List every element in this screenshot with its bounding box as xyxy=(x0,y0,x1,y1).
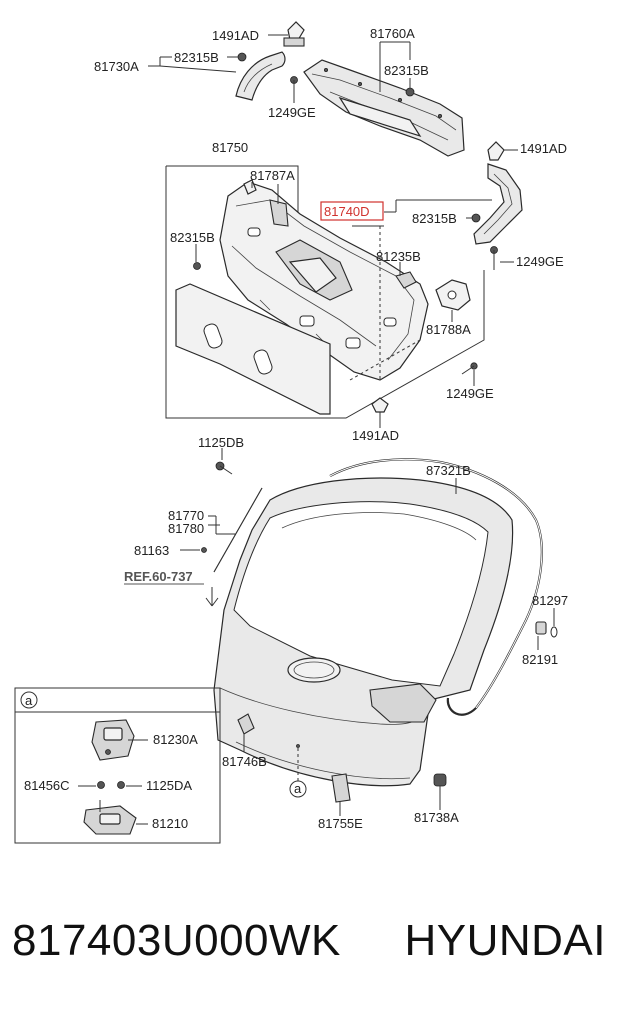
handle-81787A xyxy=(243,179,289,227)
label-81456C: 81456C xyxy=(24,778,70,793)
trim-81740D xyxy=(473,163,523,245)
leaders-inset xyxy=(78,739,148,825)
trim-81730A xyxy=(235,51,286,101)
stopper-81755E xyxy=(331,773,351,803)
label-81750: 81750 xyxy=(212,140,248,155)
nut-82315B-right xyxy=(471,213,481,223)
tailgate-trim-panel xyxy=(219,181,429,381)
bolt-1125DB xyxy=(215,461,233,475)
label-1249GE-top: 1249GE xyxy=(268,105,316,120)
bumper-81738A xyxy=(433,773,447,787)
label-81760A: 81760A xyxy=(370,26,415,41)
label-1491AD-top: 1491AD xyxy=(212,28,259,43)
label-1125DB: 1125DB xyxy=(198,435,244,450)
clip-1491AD-top xyxy=(283,21,305,47)
tailgate-body xyxy=(213,477,514,787)
clip-1491AD-right xyxy=(487,141,505,161)
nut-82315B-center xyxy=(405,87,415,97)
label-81230A: 81230A xyxy=(153,732,198,747)
grommet-81297 xyxy=(550,626,558,638)
label-1249GE-right: 1249GE xyxy=(516,254,564,269)
striker-81210 xyxy=(83,800,137,835)
label-82315B-right: 82315B xyxy=(412,211,457,226)
leaders-middle xyxy=(195,182,475,428)
clip-81235B xyxy=(395,271,417,289)
label-82315B-top-center: 82315B xyxy=(384,63,429,78)
leaders-bottom xyxy=(180,448,555,816)
label-82315B-left: 82315B xyxy=(170,230,215,245)
clip-1491AD-bottom xyxy=(371,397,389,413)
bolt-1125DA xyxy=(117,781,125,789)
label-inset-a: a xyxy=(25,693,33,708)
trim-81760A xyxy=(303,59,465,157)
screw-1249GE-top xyxy=(290,76,298,96)
marker-a-circle xyxy=(289,744,307,798)
gas-strut-81770 xyxy=(201,487,263,573)
leaders-top-left xyxy=(148,34,295,103)
clip-81746B xyxy=(237,713,255,735)
label-81787A: 81787A xyxy=(250,168,295,183)
label-1491AD-bottom: 1491AD xyxy=(352,428,399,443)
screw-1249GE-right xyxy=(490,246,498,270)
inset-box-a xyxy=(14,687,221,844)
weatherstrip-87321B xyxy=(329,458,543,716)
diagram-canvas: 1491AD 82315B 81730A 1249GE 81760A 82315… xyxy=(14,21,568,844)
nut-82315B-top xyxy=(237,52,247,62)
label-81770: 81770 xyxy=(168,508,204,523)
label-81163: 81163 xyxy=(134,543,169,558)
label-82315B-top-left: 82315B xyxy=(174,50,219,65)
label-1491AD-right: 1491AD xyxy=(520,141,567,156)
brand-name: HYUNDAI xyxy=(404,916,606,965)
trim-board xyxy=(175,283,331,415)
label-81730A: 81730A xyxy=(94,59,139,74)
label-81780: 81780 xyxy=(168,521,204,536)
label-81755E: 81755E xyxy=(318,816,363,831)
bumper-82191 xyxy=(535,621,547,635)
leaders-top-center xyxy=(379,41,411,92)
footer: 817403U000WK HYUNDAI xyxy=(0,900,620,990)
screw-1249GE-center xyxy=(461,362,478,375)
label-1249GE-center: 1249GE xyxy=(446,386,494,401)
latch-81230A xyxy=(91,719,135,761)
leaders-right xyxy=(384,149,518,263)
label-81740D-highlighted: 81740D xyxy=(320,201,384,221)
cover-81788A xyxy=(435,279,471,311)
label-81746B: 81746B xyxy=(222,754,267,769)
label-81297: 81297 xyxy=(532,593,568,608)
label-81210: 81210 xyxy=(152,816,188,831)
label-marker-a: a xyxy=(294,781,302,796)
part-number: 817403U000WK xyxy=(12,916,341,965)
label-81235B: 81235B xyxy=(376,249,421,264)
screw-81456C xyxy=(97,781,105,789)
nut-82315B-left xyxy=(193,262,201,270)
label-87321B: 87321B xyxy=(426,463,471,478)
label-82191: 82191 xyxy=(522,652,558,667)
label-81788A: 81788A xyxy=(426,322,471,337)
label-ref-60-737: REF.60-737 xyxy=(124,569,193,584)
label-81740D: 81740D xyxy=(324,204,370,219)
label-1125DA: 1125DA xyxy=(146,778,192,793)
label-81738A: 81738A xyxy=(414,810,459,825)
